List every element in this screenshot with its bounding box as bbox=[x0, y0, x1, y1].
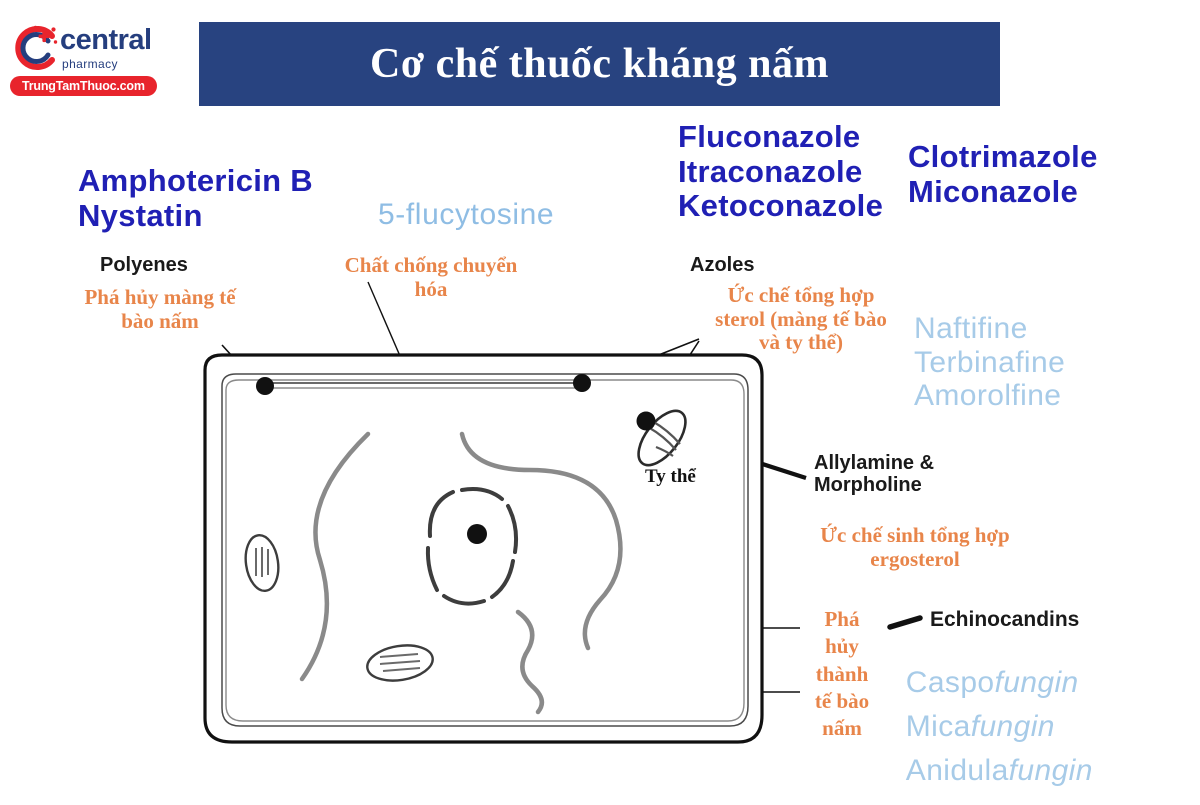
echinocandins-dash-icon bbox=[887, 615, 923, 630]
mitochondrion-left bbox=[244, 533, 280, 593]
class-label-polyenes: Polyenes bbox=[100, 254, 188, 276]
drug-row-micafungin: Micafungin bbox=[888, 692, 1055, 761]
title-banner: Cơ chế thuốc kháng nấm bbox=[199, 22, 1000, 106]
brand-subtitle: pharmacy bbox=[62, 57, 118, 71]
brand-logo[interactable]: central pharmacy TrungTamThuoc.com bbox=[8, 18, 183, 98]
drug-row-anidulafungin: Anidulafungin bbox=[888, 736, 1093, 805]
drug-list-azoles-extra: Clotrimazole Miconazole bbox=[908, 139, 1098, 209]
nucleus bbox=[425, 487, 519, 606]
drug-list-allylamine: Naftifine Terbinafine Amorolfine bbox=[914, 312, 1066, 413]
mechanism-allylamine: Ức chế sinh tổng hợp ergosterol bbox=[820, 523, 1010, 571]
mitochondrion-bottom bbox=[366, 644, 434, 682]
drug-row-caspofungin: Caspofungin bbox=[888, 648, 1079, 717]
organelle-label-ty-the: Ty thể bbox=[645, 466, 696, 487]
drug-prefix-anidula: Anidula bbox=[905, 753, 1009, 787]
drug-list-flucytosine: 5-flucytosine bbox=[378, 198, 555, 231]
brand-name: central bbox=[60, 24, 152, 56]
class-label-echinocandins: Echinocandins bbox=[930, 608, 1080, 631]
drug-suffix-fungin-2: fungin bbox=[970, 709, 1055, 743]
cell-wall bbox=[203, 353, 764, 744]
class-label-allylamine: Allylamine & Morpholine bbox=[814, 452, 935, 497]
drug-list-azoles: Fluconazole Itraconazole Ketoconazole bbox=[678, 119, 884, 224]
mitochondrion-labelled bbox=[636, 409, 687, 467]
sterol-dot-right bbox=[573, 374, 591, 392]
class-label-azoles: Azoles bbox=[690, 254, 755, 276]
fungal-cell bbox=[203, 353, 764, 744]
drug-list-polyenes: Amphotericin B Nystatin bbox=[78, 163, 313, 233]
cell-membrane-inner bbox=[225, 379, 745, 722]
cell-membrane bbox=[221, 373, 749, 727]
drug-suffix-fungin-1: fungin bbox=[994, 665, 1079, 699]
nucleolus-dot bbox=[467, 524, 487, 544]
sterol-dot-left bbox=[256, 377, 274, 395]
drug-prefix-caspo: Caspo bbox=[905, 665, 995, 699]
mechanism-flucytosine: Chất chống chuyển hóa bbox=[344, 253, 518, 301]
brand-site-pill[interactable]: TrungTamThuoc.com bbox=[10, 76, 157, 96]
mechanism-polyenes: Phá hủy màng tế bào nấm bbox=[84, 285, 236, 333]
drug-suffix-fungin-3: fungin bbox=[1008, 753, 1093, 787]
page-title: Cơ chế thuốc kháng nấm bbox=[370, 41, 829, 87]
mitochondrion-sterol-dot bbox=[636, 411, 656, 431]
endoplasmic-reticulum bbox=[299, 431, 623, 715]
central-pharmacy-c-logo-icon bbox=[8, 22, 60, 74]
mechanism-echinocandins: Phá hủy thành tế bào nấm bbox=[814, 607, 870, 741]
drug-prefix-mica: Mica bbox=[905, 709, 971, 743]
mechanism-azoles: Ức chế tổng hợp sterol (màng tế bào và t… bbox=[715, 283, 887, 355]
